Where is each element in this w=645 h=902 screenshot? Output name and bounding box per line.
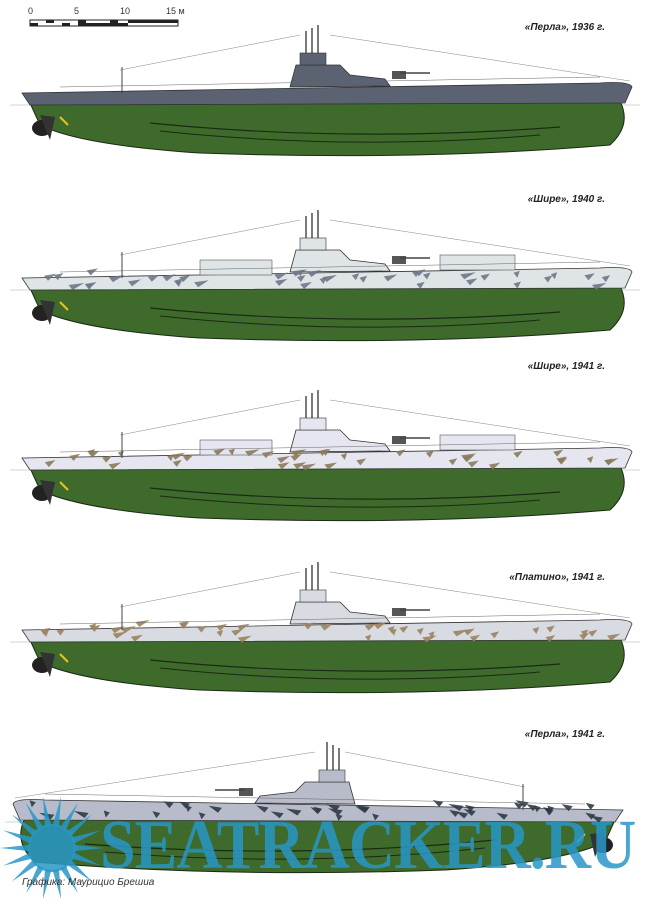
conning-tower xyxy=(289,429,391,453)
artist-credit: Графика: Маурицио Брешиа xyxy=(22,877,155,888)
submarine-1 xyxy=(10,25,640,157)
hangar-aft xyxy=(199,439,273,456)
scale-tick-5: 5 xyxy=(74,6,80,16)
hull xyxy=(20,817,616,874)
watermark-logo xyxy=(0,796,104,900)
hangar-fwd xyxy=(439,434,516,451)
conning-tower xyxy=(289,249,391,273)
hull xyxy=(29,465,625,522)
scale-tick-10: 10 xyxy=(120,6,131,16)
submarine-5 xyxy=(5,742,635,874)
hull xyxy=(29,637,625,694)
caption-4: «Платино», 1941 г. xyxy=(509,572,605,583)
caption-1: «Перла», 1936 г. xyxy=(524,22,605,33)
scale-tick-0: 0 xyxy=(28,6,34,16)
scale-tick-15: 15 м xyxy=(166,6,185,16)
hangar-fwd xyxy=(439,254,516,271)
conning-tower xyxy=(289,601,391,625)
submarine-3 xyxy=(10,390,640,522)
caption-5: «Перла», 1941 г. xyxy=(524,729,605,740)
submarine-2 xyxy=(10,210,640,342)
hangar-aft xyxy=(199,259,273,276)
casing xyxy=(21,82,633,106)
caption-2: «Шире», 1940 г. xyxy=(527,194,605,205)
caption-3: «Шире», 1941 г. xyxy=(527,361,605,372)
conning-tower xyxy=(254,781,356,805)
hull xyxy=(29,285,625,342)
watermark: SEATRACKER.RU xyxy=(100,805,636,884)
casing xyxy=(21,619,633,643)
conning-tower xyxy=(289,64,391,88)
casing xyxy=(21,447,633,471)
submarine-4 xyxy=(10,562,640,694)
hull xyxy=(29,100,625,157)
